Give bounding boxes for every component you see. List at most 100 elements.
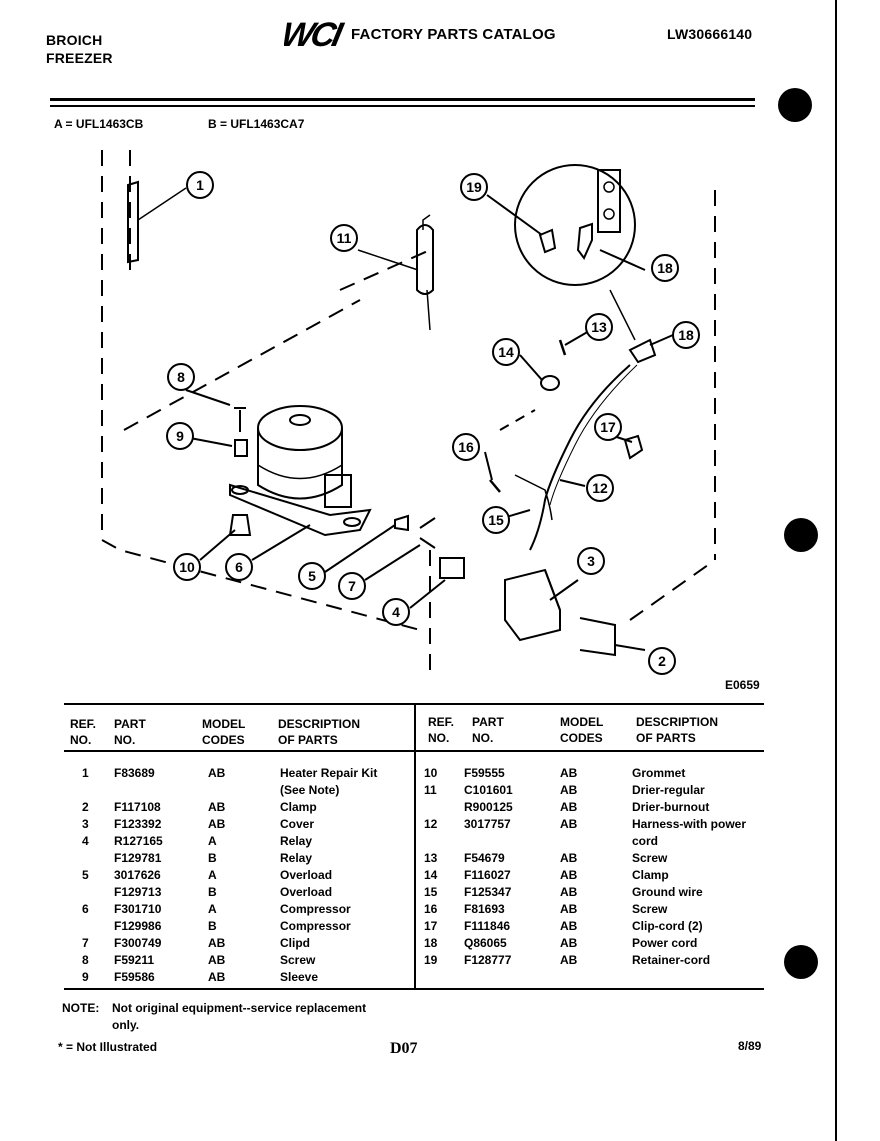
catalog-title: FACTORY PARTS CATALOG bbox=[351, 26, 556, 43]
binder-hole-middle bbox=[784, 518, 818, 552]
table-bottom-rule bbox=[64, 988, 764, 990]
retainer-cord bbox=[538, 228, 557, 254]
callout-3: 3 bbox=[577, 547, 605, 575]
callout-11: 11 bbox=[330, 224, 358, 252]
cabinet-outline-top bbox=[123, 299, 361, 431]
callout-4: 4 bbox=[382, 598, 410, 626]
catalog-number: LW30666140 bbox=[667, 26, 753, 42]
svg-text:3: 3 bbox=[587, 553, 595, 569]
revision-date: 8/89 bbox=[738, 1039, 762, 1053]
part-cover-3 bbox=[504, 568, 561, 642]
part-relay-4 bbox=[439, 557, 465, 579]
part-compressor-base bbox=[229, 483, 372, 537]
svg-text:18: 18 bbox=[657, 260, 673, 276]
part-screw-13 bbox=[558, 339, 567, 356]
svg-text:6: 6 bbox=[235, 559, 243, 575]
callout-18: 18 bbox=[672, 321, 700, 349]
part-heater bbox=[127, 180, 139, 264]
part-power-cord-18 bbox=[628, 338, 657, 364]
svg-text:2: 2 bbox=[658, 653, 666, 669]
callout-10: 10 bbox=[173, 553, 201, 581]
page-edge-line bbox=[835, 0, 837, 1141]
part-overload-5 bbox=[394, 514, 409, 532]
part-sleeve-9 bbox=[234, 439, 248, 457]
svg-text:12: 12 bbox=[592, 480, 608, 496]
callout-15: 15 bbox=[482, 506, 510, 534]
svg-text:9: 9 bbox=[176, 428, 184, 444]
not-illustrated-legend: * = Not Illustrated bbox=[58, 1040, 158, 1054]
svg-text:15: 15 bbox=[488, 512, 504, 528]
header-ref-no-left: REF.NO. bbox=[70, 717, 97, 747]
part-harness-12 bbox=[529, 364, 631, 551]
cabinet-outline-bottom bbox=[101, 539, 421, 631]
page-code: D07 bbox=[390, 1040, 418, 1057]
callout-17: 17 bbox=[594, 413, 622, 441]
cabinet-outline-corner bbox=[629, 559, 716, 621]
callout-14: 14 bbox=[492, 338, 520, 366]
part-clamp-2 bbox=[579, 617, 616, 657]
svg-text:14: 14 bbox=[498, 344, 514, 360]
diagram-code: E0659 bbox=[725, 678, 760, 692]
note-label: NOTE: bbox=[62, 1001, 100, 1015]
svg-text:17: 17 bbox=[600, 419, 616, 435]
callout-1: 1 bbox=[186, 171, 214, 199]
callout-5: 5 bbox=[298, 562, 326, 590]
part-compressor-body bbox=[257, 428, 343, 500]
callout-13: 13 bbox=[585, 313, 613, 341]
svg-text:13: 13 bbox=[591, 319, 607, 335]
callout-6: 6 bbox=[225, 553, 253, 581]
product-type: FREEZER bbox=[46, 50, 113, 66]
header-rule-bottom bbox=[50, 105, 755, 107]
binder-hole-bottom bbox=[784, 945, 818, 979]
header-rule-top bbox=[50, 98, 755, 101]
compressor-terminal-box bbox=[324, 474, 352, 508]
svg-text:1: 1 bbox=[196, 177, 204, 193]
callout-9: 9 bbox=[166, 422, 194, 450]
note-line-1: Not original equipment--service replacem… bbox=[112, 1001, 367, 1015]
exploded-parts-diagram: 1 11 19 18 13 18 14 8 17 9 16 12 15 3 10… bbox=[101, 150, 716, 675]
part-screw-16 bbox=[489, 479, 501, 493]
callout-2: 2 bbox=[648, 647, 676, 675]
svg-text:11: 11 bbox=[337, 230, 352, 246]
logo-text: WCI bbox=[284, 16, 346, 50]
callout-19: 19 bbox=[460, 173, 488, 201]
callout-12: 12 bbox=[586, 474, 614, 502]
svg-text:19: 19 bbox=[466, 179, 482, 195]
note-line-2: only. bbox=[112, 1018, 140, 1032]
brand-name: BROICH bbox=[46, 32, 103, 48]
part-compressor-top bbox=[257, 405, 343, 451]
svg-text:10: 10 bbox=[179, 559, 195, 575]
part-clip-7 bbox=[419, 517, 436, 549]
wall-outlet bbox=[597, 169, 621, 233]
wall-outlet-inset bbox=[514, 164, 636, 286]
callout-16: 16 bbox=[452, 433, 480, 461]
svg-text:4: 4 bbox=[392, 604, 400, 620]
header-ref-no-right: REF.NO. bbox=[428, 715, 455, 745]
callout-7: 7 bbox=[338, 572, 366, 600]
svg-text:18: 18 bbox=[678, 327, 694, 343]
wci-logo: WCI bbox=[278, 16, 347, 55]
part-screw-8 bbox=[234, 407, 246, 432]
model-b: B = UFL1463CA7 bbox=[208, 117, 305, 131]
part-clip-cord-17 bbox=[623, 434, 644, 460]
svg-text:8: 8 bbox=[177, 369, 185, 385]
callout-18-inset: 18 bbox=[651, 254, 679, 282]
model-a: A = UFL1463CB bbox=[54, 117, 144, 131]
part-grommet-10 bbox=[228, 514, 252, 536]
svg-text:7: 7 bbox=[348, 578, 356, 594]
svg-text:5: 5 bbox=[308, 568, 316, 584]
part-clamp-14 bbox=[540, 375, 560, 391]
svg-text:16: 16 bbox=[458, 439, 474, 455]
plug bbox=[576, 222, 593, 260]
cabinet-outline-back bbox=[339, 249, 431, 291]
table-column-divider bbox=[414, 703, 416, 988]
binder-hole-top bbox=[778, 88, 812, 122]
part-drier bbox=[416, 224, 434, 295]
callout-8: 8 bbox=[167, 363, 195, 391]
